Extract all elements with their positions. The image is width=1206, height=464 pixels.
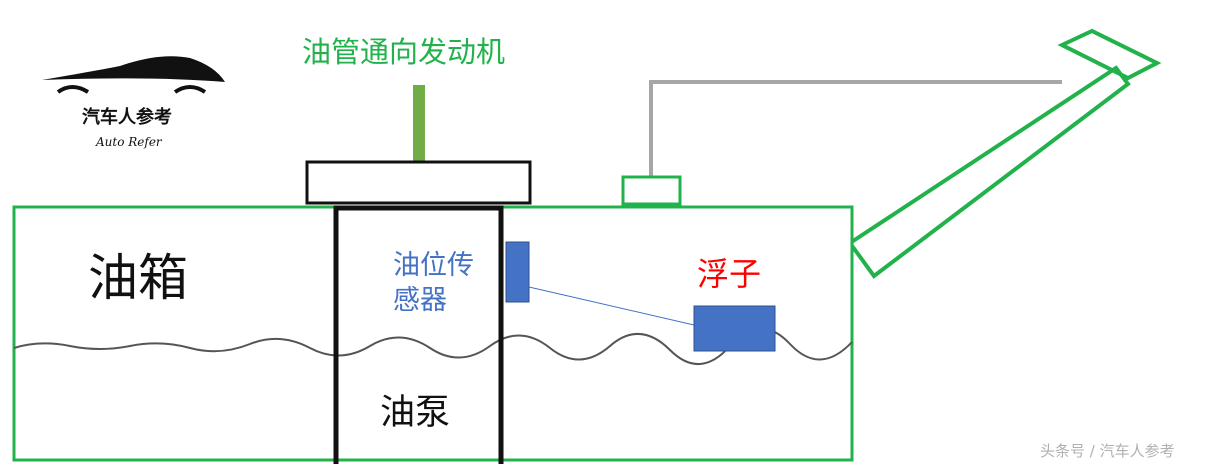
sensor-link — [528, 286, 695, 326]
fuel-pump — [333, 205, 504, 464]
logo-chinese: 汽车人参考 — [82, 106, 172, 128]
pump-cap — [305, 160, 532, 205]
fuel-level-line — [13, 327, 853, 366]
float-label: 浮子 — [697, 255, 761, 293]
pipe-label: 油管通向发动机 — [302, 35, 505, 69]
float-arm-handle — [1057, 28, 1162, 81]
sensor-cap — [621, 175, 682, 206]
fuel-pipe — [413, 85, 425, 163]
fuel-level-sensor — [505, 241, 530, 303]
sensor-label-line1: 油位传 — [393, 250, 474, 281]
logo-english: Auto Refer — [95, 135, 163, 149]
tank-label: 油箱 — [88, 249, 188, 307]
float-arm — [847, 65, 1131, 279]
watermark: 头条号 / 汽车人参考 — [1040, 442, 1175, 460]
float — [693, 305, 776, 352]
car-silhouette-icon — [42, 56, 225, 82]
pump-label: 油泵 — [380, 393, 450, 433]
sensor-label-line2: 感器 — [393, 285, 447, 316]
logo: 汽车人参考 Auto Refer — [42, 56, 225, 149]
sensor-wire — [649, 80, 1062, 177]
